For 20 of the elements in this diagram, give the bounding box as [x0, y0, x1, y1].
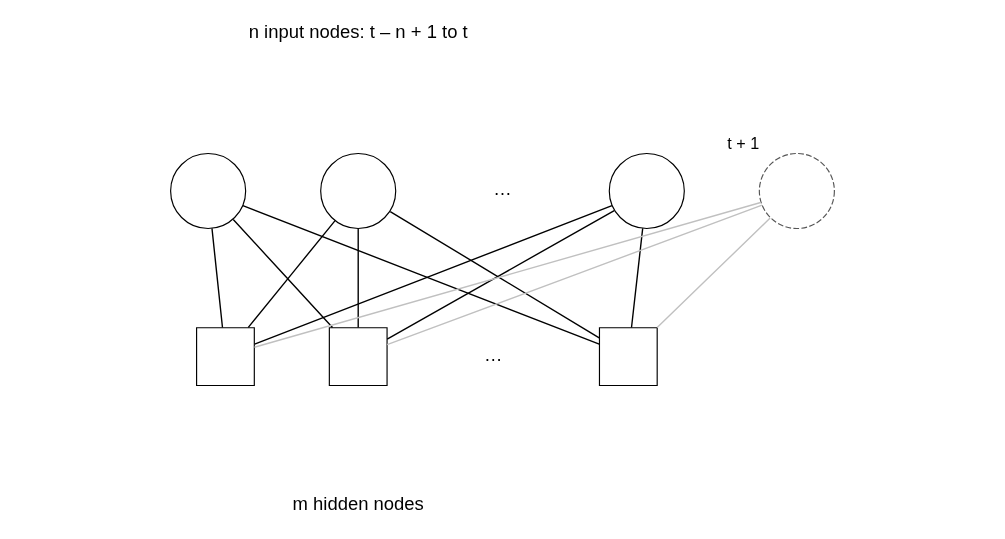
label: …	[493, 178, 512, 200]
label: n input nodes: t – n + 1 to t	[248, 20, 468, 42]
connector	[357, 228, 359, 329]
node-circle	[608, 152, 685, 230]
node-label: t + 1	[727, 134, 760, 153]
connector	[386, 204, 763, 346]
node-circle	[320, 152, 397, 230]
connector	[232, 218, 334, 329]
node-box	[598, 327, 658, 387]
node-circle	[758, 152, 835, 230]
label: …	[484, 344, 503, 366]
node-box	[196, 327, 255, 387]
label: m hidden nodes	[292, 492, 424, 514]
connector	[630, 227, 644, 329]
connector	[211, 227, 224, 329]
connector	[247, 219, 336, 329]
connector	[656, 217, 771, 329]
node-box	[328, 327, 388, 387]
node-circle	[170, 152, 247, 230]
connector	[253, 201, 762, 348]
